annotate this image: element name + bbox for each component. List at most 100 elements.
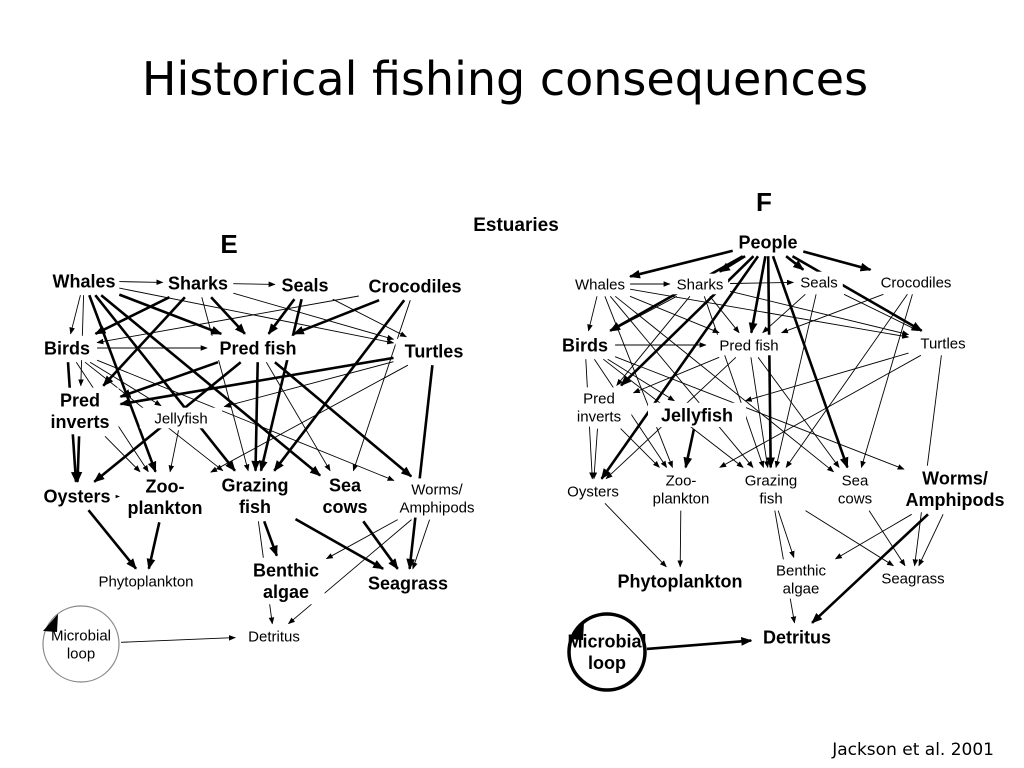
- node-label-seagrass: Seagrass: [368, 573, 448, 593]
- edge-oysters-to-phytoplankton: [87, 509, 138, 570]
- edge-people-to-seals: [785, 255, 805, 271]
- edge-turtles-to-jellyfish: [223, 361, 394, 408]
- node-label-predinverts: inverts: [577, 408, 621, 425]
- node-people: People: [734, 229, 802, 255]
- node-label-worms: Amphipods: [906, 490, 1005, 510]
- microbial-loop-circle: [42, 605, 120, 683]
- node-predfish: Pred fish: [209, 335, 307, 361]
- edge-people-to-sharks: [718, 255, 746, 273]
- node-detritus: Detritus: [237, 625, 311, 647]
- node-label-seacows: Sea: [329, 476, 362, 496]
- node-backdrop: [395, 338, 473, 364]
- node-whales: Whales: [571, 273, 629, 295]
- edge-sharks-to-grazingfish: [703, 296, 765, 469]
- node-label-microbial: Microbial: [51, 627, 111, 644]
- edge-microbial-to-detritus: [120, 635, 236, 643]
- node-label-benthic: algae: [783, 580, 820, 597]
- edge-whales-to-sharks: [119, 279, 164, 286]
- node-label-whales: Whales: [575, 276, 625, 293]
- edge-zooplankton-to-phytoplankton: [146, 522, 161, 570]
- node-backdrop: [753, 624, 841, 650]
- node-label-oysters: Oysters: [43, 486, 110, 506]
- node-worms: Worms/Amphipods: [395, 478, 479, 518]
- node-seagrass: Seagrass: [364, 570, 452, 596]
- node-label-sharks: Sharks: [168, 273, 228, 293]
- node-label-seals: Seals: [800, 274, 838, 291]
- node-seagrass: Seagrass: [876, 567, 950, 589]
- edge-sharks-to-birds: [611, 295, 678, 332]
- node-label-predinverts: inverts: [50, 412, 109, 432]
- loop-arrowhead-icon: [569, 622, 584, 640]
- node-label-turtles: Turtles: [920, 335, 965, 352]
- node-label-seals: Seals: [281, 275, 328, 295]
- node-birds: Birds: [38, 335, 96, 361]
- edge-sharks-to-predfish: [709, 296, 740, 334]
- edge-crocodiles-to-predfish: [292, 298, 380, 336]
- node-label-detritus: Detritus: [763, 627, 831, 647]
- edge-people-to-predinverts: [620, 255, 755, 387]
- node-label-microbial: loop: [588, 653, 626, 673]
- edge-turtles-to-zooplankton: [210, 364, 409, 473]
- node-crocodiles: Crocodiles: [870, 271, 962, 293]
- edge-whales-to-turtles: [630, 288, 910, 339]
- edge-crocodiles-to-grazingfish: [273, 299, 406, 472]
- edge-sharks-to-predfish: [210, 296, 246, 335]
- edge-worms-to-benthic: [834, 513, 912, 560]
- edge-people-to-turtles: [791, 255, 923, 332]
- node-backdrop: [121, 473, 209, 521]
- node-label-zooplankton: plankton: [653, 490, 710, 507]
- node-label-zooplankton: Zoo-: [146, 477, 185, 497]
- node-backdrop: [38, 335, 96, 361]
- node-backdrop: [556, 332, 614, 358]
- node-zooplankton: Zoo-plankton: [644, 469, 718, 509]
- node-backdrop: [41, 387, 119, 435]
- node-label-benthic: algae: [263, 582, 309, 602]
- node-label-benthic: Benthic: [776, 562, 827, 579]
- node-backdrop: [610, 568, 750, 594]
- node-oysters: Oysters: [560, 480, 626, 502]
- edge-whales-to-grazingfish: [94, 294, 236, 472]
- microbial-loop-circle: [567, 612, 647, 692]
- node-backdrop: [870, 271, 962, 293]
- edge-whales-to-grazingfish: [609, 296, 754, 468]
- edge-crocodiles-to-seacows: [352, 300, 411, 472]
- panel-label-e: E: [220, 229, 237, 259]
- node-zooplankton: Zoo-plankton: [121, 473, 209, 521]
- edge-people-to-seacows: [771, 255, 849, 469]
- edge-sharks-to-seals: [233, 281, 276, 288]
- edge-worms-to-seagrass: [918, 514, 944, 567]
- node-label-birds: Birds: [44, 338, 90, 358]
- node-backdrop: [738, 469, 804, 509]
- node-seals: Seals: [795, 271, 843, 293]
- edge-people-to-crocodiles: [802, 250, 872, 272]
- node-label-seacows: cows: [838, 490, 872, 507]
- edge-whales-to-zooplankton: [604, 296, 673, 469]
- node-turtles: Turtles: [395, 338, 473, 364]
- node-seals: Seals: [276, 272, 334, 298]
- node-backdrop: [139, 407, 223, 429]
- node-label-benthic: Benthic: [253, 561, 319, 581]
- node-label-sharks: Sharks: [677, 276, 724, 293]
- node-predfish: Pred fish: [707, 334, 791, 356]
- edge-sharks-to-birds: [94, 296, 171, 335]
- edge-grazingfish-to-seagrass: [805, 510, 894, 567]
- node-phytoplankton: Phytoplankton: [87, 570, 205, 592]
- edge-turtles-to-zooplankton: [719, 354, 922, 468]
- edge-sharks-to-seals: [730, 279, 794, 286]
- edge-worms-to-seagrass: [412, 519, 431, 570]
- node-backdrop: [876, 567, 950, 589]
- node-backdrop: [566, 387, 632, 427]
- node-backdrop: [734, 229, 802, 255]
- node-backdrop: [164, 270, 232, 296]
- node-label-seacows: cows: [322, 497, 367, 517]
